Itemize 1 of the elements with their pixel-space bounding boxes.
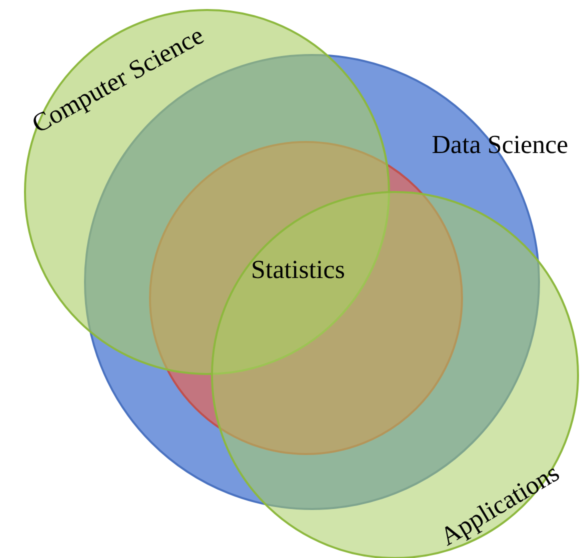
circle-label: Statistics: [251, 257, 345, 283]
